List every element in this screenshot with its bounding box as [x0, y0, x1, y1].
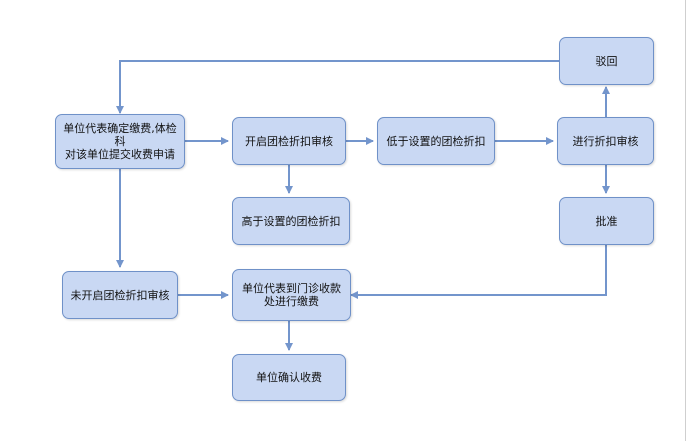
node-pay-at-clinic[interactable]: 单位代表到门诊收款 处进行缴费: [232, 269, 351, 321]
node-reject-label: 驳回: [595, 54, 618, 68]
node-submit-request[interactable]: 单位代表确定缴费,体检科 对该单位提交收费申请: [55, 114, 185, 169]
page-border: [685, 0, 686, 441]
node-discount-review-disabled-label: 未开启团检折扣审核: [70, 288, 170, 302]
node-conduct-discount-review[interactable]: 进行折扣审核: [557, 117, 654, 165]
node-above-set-discount-label: 高于设置的团检折扣: [241, 214, 341, 228]
node-confirm-fee[interactable]: 单位确认收费: [232, 354, 346, 401]
node-reject[interactable]: 驳回: [559, 37, 654, 85]
node-below-set-discount[interactable]: 低于设置的团检折扣: [377, 117, 495, 165]
node-confirm-fee-label: 单位确认收费: [256, 371, 322, 384]
node-approve[interactable]: 批准: [559, 197, 654, 245]
edge-approve-to-pay: [350, 245, 607, 299]
node-enable-discount-review-label: 开启团检折扣审核: [245, 134, 333, 148]
node-enable-discount-review[interactable]: 开启团检折扣审核: [232, 117, 346, 165]
edge-reject-to-submit: [116, 60, 559, 114]
node-below-set-discount-label: 低于设置的团检折扣: [386, 134, 486, 148]
node-submit-request-label: 单位代表确定缴费,体检科 对该单位提交收费申请: [63, 122, 177, 161]
node-discount-review-disabled[interactable]: 未开启团检折扣审核: [62, 271, 178, 319]
node-approve-label: 批准: [595, 214, 618, 228]
node-above-set-discount[interactable]: 高于设置的团检折扣: [232, 197, 350, 245]
node-pay-at-clinic-label: 单位代表到门诊收款 处进行缴费: [242, 282, 341, 308]
node-conduct-discount-review-label: 进行折扣审核: [572, 134, 639, 148]
